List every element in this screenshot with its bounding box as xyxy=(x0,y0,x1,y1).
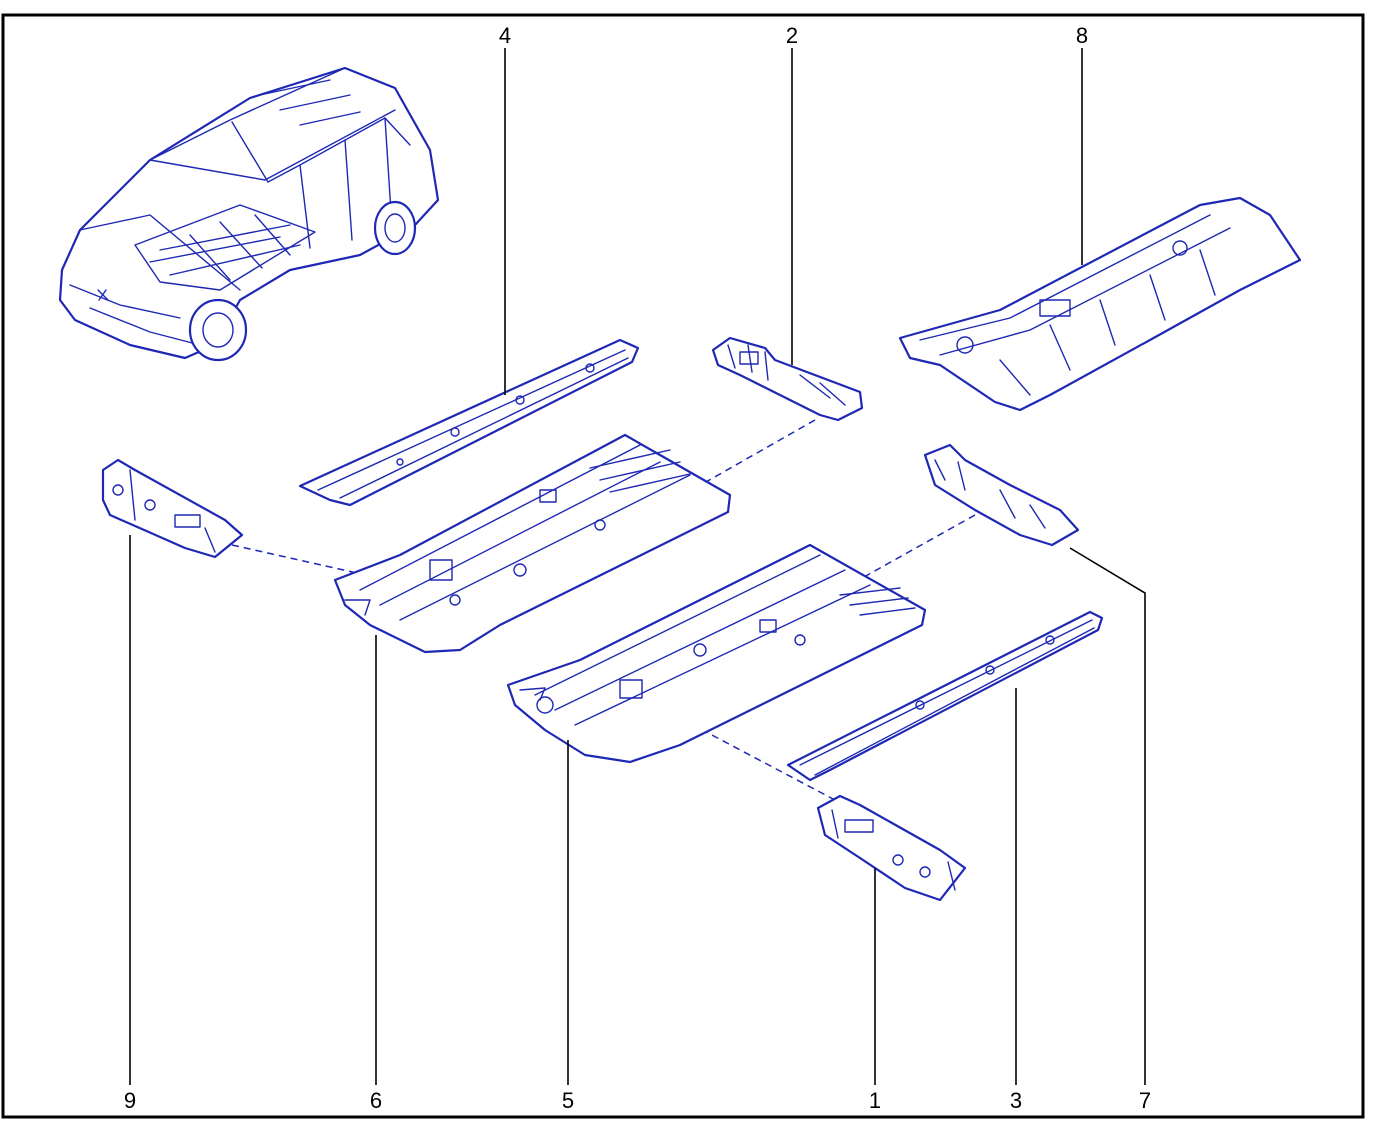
callout-8: 8 xyxy=(1076,23,1088,48)
part-2-center-crossmember-bracket xyxy=(711,336,864,422)
assembly-line-9 xyxy=(231,544,456,596)
callout-1: 1 xyxy=(869,1088,881,1113)
diagram-border xyxy=(1,13,1365,1119)
part-5-right-floor-panel xyxy=(506,543,927,764)
leader-7 xyxy=(1069,547,1146,1085)
callout-7: 7 xyxy=(1139,1088,1151,1113)
part-9-left-floor-bracket xyxy=(101,458,244,559)
callout-3: 3 xyxy=(1010,1088,1022,1113)
part-6-left-floor-panel xyxy=(333,433,732,654)
part-8-center-tunnel xyxy=(898,196,1302,412)
part-4-left-side-sill xyxy=(298,338,640,507)
callout-5: 5 xyxy=(562,1088,574,1113)
callout-6: 6 xyxy=(370,1088,382,1113)
leader-lines xyxy=(129,48,1146,1085)
callout-9: 9 xyxy=(124,1088,136,1113)
part-1-right-floor-bracket xyxy=(816,794,967,902)
part-3-right-side-sill xyxy=(786,610,1104,782)
part-7-right-crossmember-bracket xyxy=(923,443,1080,547)
callout-labels: 4 2 8 9 6 5 1 3 7 xyxy=(124,23,1151,1113)
callout-2: 2 xyxy=(786,23,798,48)
callout-4: 4 xyxy=(499,23,511,48)
vehicle-overview-illustration xyxy=(58,66,440,362)
